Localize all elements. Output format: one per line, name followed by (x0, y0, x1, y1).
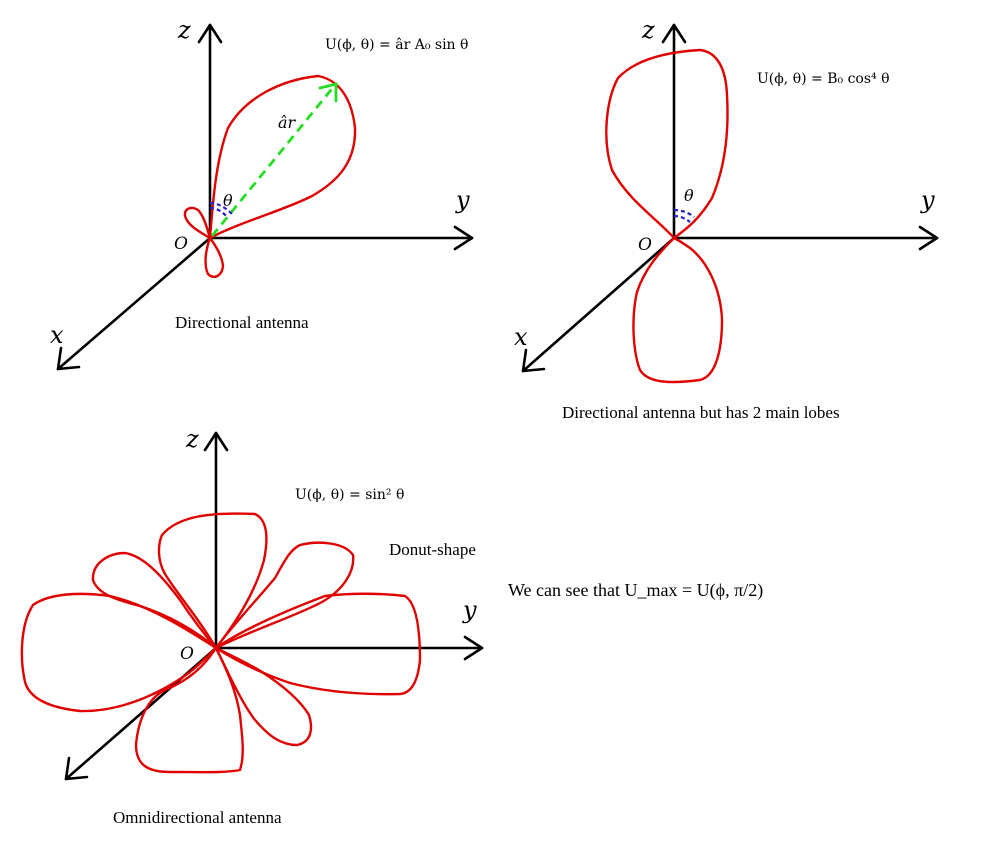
panel1-side-lobe-left (183, 206, 212, 240)
panel2-theta-arc-inner (673, 214, 691, 223)
panel2-formula: U(ϕ, θ) = B₀ cos⁴ θ (757, 71, 890, 87)
panel2-x-axis (521, 236, 676, 373)
panel1-vector-label: âr (278, 113, 297, 132)
panel1-z-label: z (177, 16, 191, 44)
panel2-z-arrowhead (661, 23, 687, 44)
panel2-z-label: z (641, 16, 655, 44)
panel3-caption: Omnidirectional antenna (113, 808, 282, 827)
panel3-z-arrowhead (203, 431, 229, 452)
panel3-lobe-upper-left (91, 551, 218, 650)
panel3-formula: U(ϕ, θ) = sin² θ (295, 487, 404, 503)
panel2-theta-arc (673, 208, 695, 218)
panel1-caption: Directional antenna (175, 313, 309, 332)
panel1-unit-vector-arrowhead (318, 82, 338, 103)
panel1-theta-arc-outer (209, 201, 233, 215)
conclusion-note: We can see that U_max = U(ϕ, π/2) (508, 580, 763, 601)
panel2-upper-lobe (605, 48, 729, 240)
panel1-radiation-pattern (183, 74, 357, 278)
panel2-y-label: y (920, 186, 935, 214)
panel2-radiation-pattern (605, 48, 729, 384)
panel2-axes (521, 23, 939, 373)
panel3-z-label: z (185, 425, 199, 453)
panel3-axes (64, 431, 484, 781)
panel1-axes (56, 23, 474, 371)
panel3-lobe-upper-right (214, 541, 355, 650)
panel3-origin-label: O (180, 644, 194, 664)
panel3-lobe-upper (157, 512, 268, 650)
panel3-y-arrowhead (463, 635, 484, 661)
panel1-main-lobe (208, 74, 357, 240)
panel1-x-arrowhead (56, 346, 81, 371)
panel1-theta-arc (209, 206, 229, 219)
panel2-theta-label: θ (684, 186, 694, 205)
panel1-origin-label: O (174, 234, 188, 254)
panel1-x-label: x (50, 321, 64, 349)
panel1-formula: U(ϕ, θ) = âr A₀ sin θ (325, 37, 468, 53)
panel1-unit-vector-ar (210, 84, 337, 237)
panel1-y-label: y (455, 186, 470, 214)
panel3-radiation-pattern (20, 512, 422, 774)
panel2-origin-label: O (638, 235, 652, 255)
panel2-x-arrowhead (521, 348, 546, 373)
panel1-side-lobe-bottom (204, 236, 225, 278)
panel2-lower-lobe (632, 236, 724, 384)
panel-omnidirectional-antenna: z y O U(ϕ, θ) = sin² θ Donut-shape Omnid… (20, 425, 484, 827)
panel3-y-label: y (462, 596, 477, 624)
panel2-y-arrowhead (918, 225, 939, 251)
panel1-theta-label: θ (223, 191, 233, 210)
panel2-x-label: x (514, 323, 528, 351)
panel3-lobe-right (214, 592, 422, 696)
panel3-shape-note: Donut-shape (389, 540, 476, 559)
panel1-z-arrowhead (197, 23, 223, 44)
panel3-lobe-lower (134, 646, 244, 774)
panel3-x-arrowhead (64, 756, 89, 781)
panel-two-lobe-antenna: z y x O θ U(ϕ, θ) = B₀ cos⁴ θ Directiona… (514, 16, 939, 422)
panel-directional-antenna: z y x O θ âr U(ϕ, θ) = âr A₀ sin θ Direc… (50, 16, 474, 371)
panel1-y-arrowhead (453, 225, 474, 251)
panel2-caption: Directional antenna but has 2 main lobes (562, 403, 840, 422)
panel3-lobe-lower-right (214, 646, 313, 747)
panel1-x-axis (56, 236, 212, 371)
panel3-lobe-left (20, 592, 218, 713)
